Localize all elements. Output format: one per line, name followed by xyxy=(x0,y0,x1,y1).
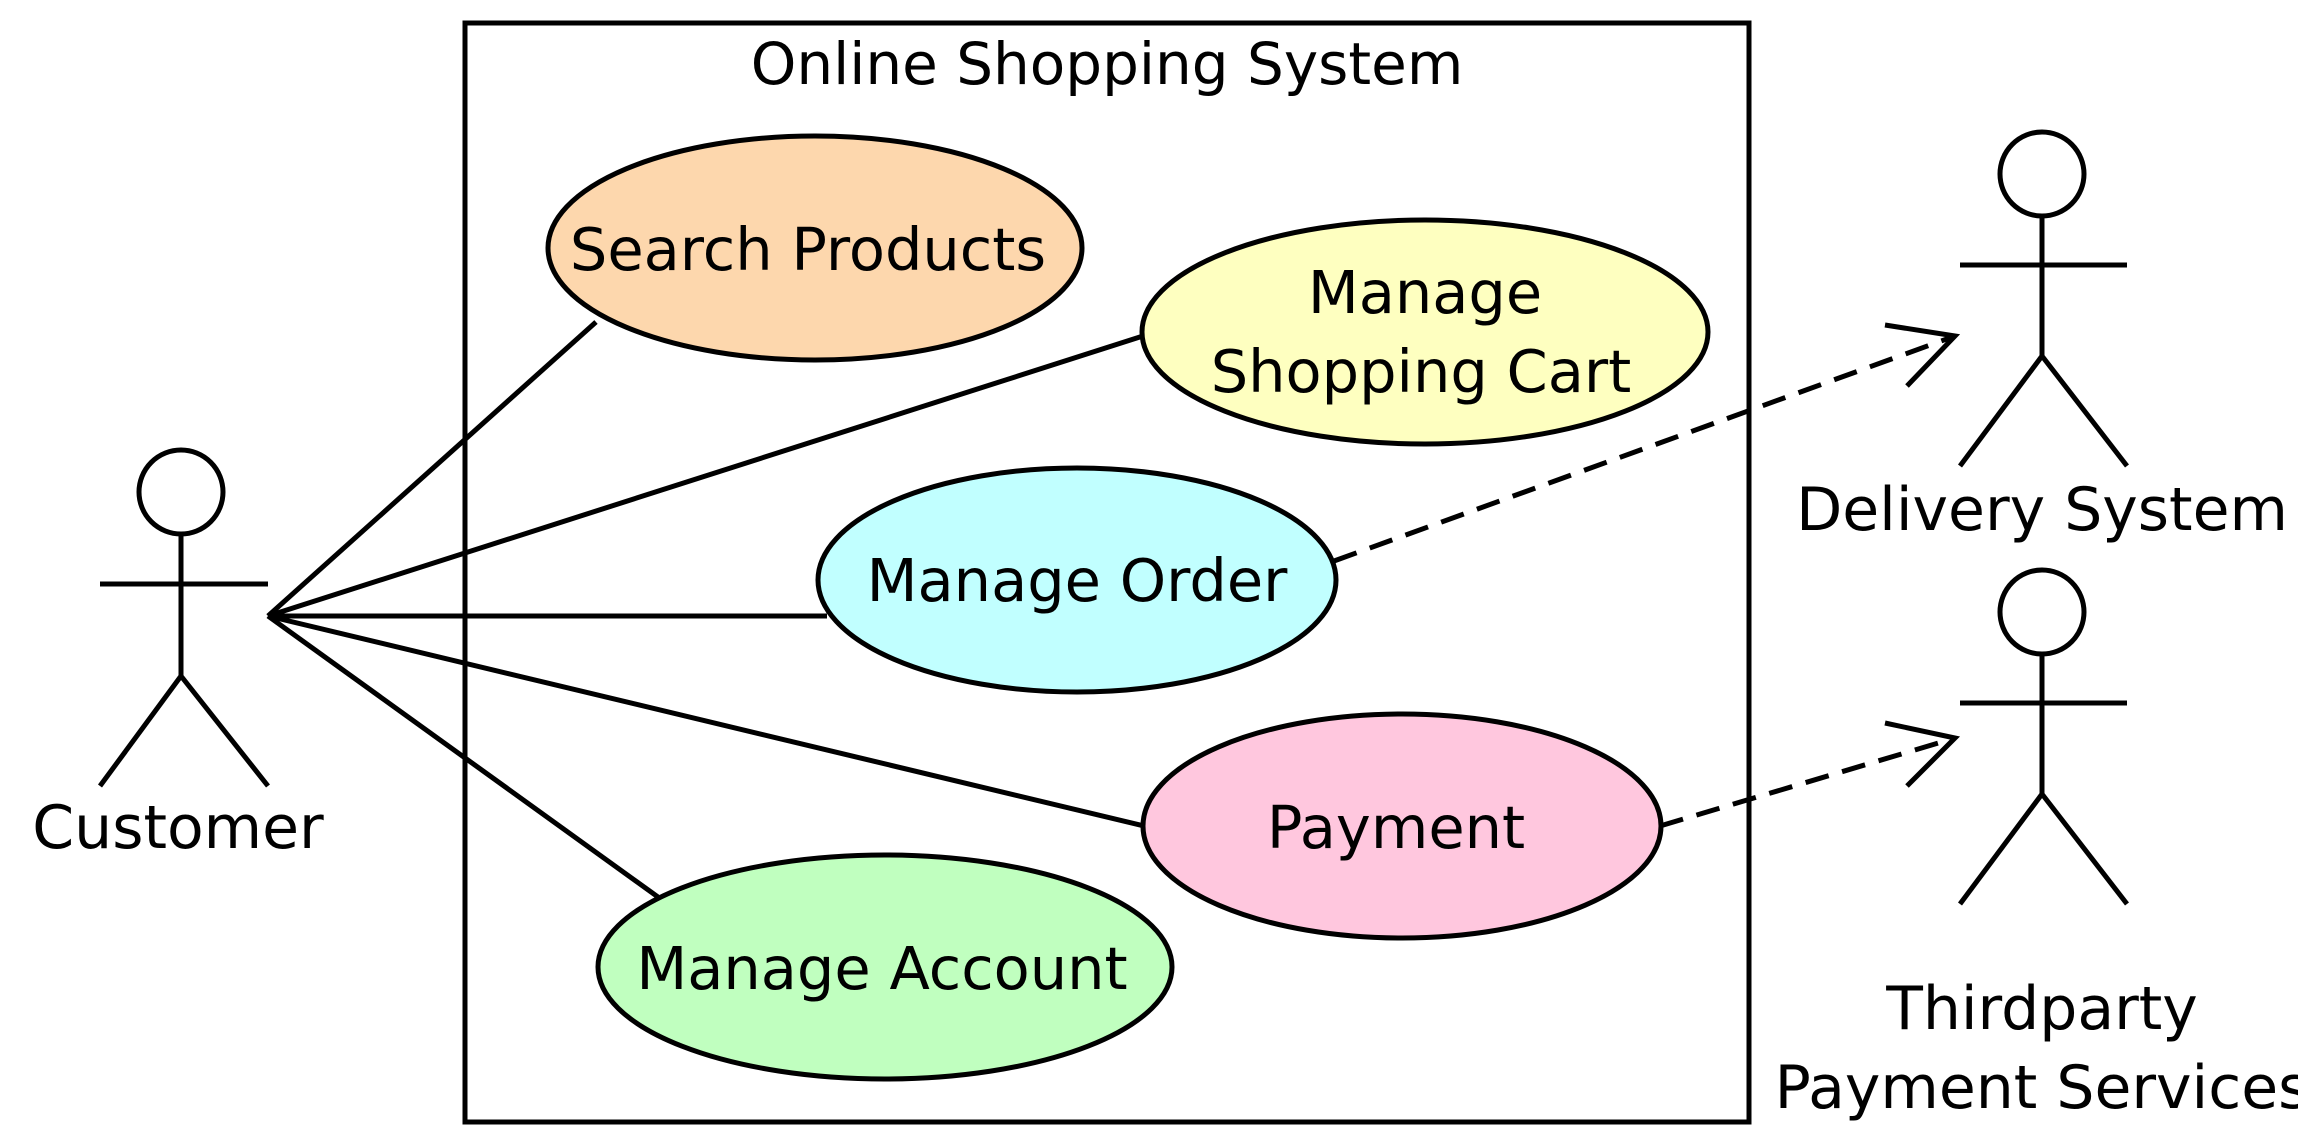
use-case-ellipse xyxy=(1139,217,1711,447)
arrowhead-open xyxy=(1884,720,1961,788)
use-case-ellipse xyxy=(595,852,1175,1082)
actor-label-line2: Payment Services xyxy=(1775,1053,2298,1123)
use-case-label: Payment xyxy=(1267,793,1525,862)
dependency-order-delivery xyxy=(1333,322,1961,564)
use-case-manage-order[interactable]: Manage Order xyxy=(815,465,1339,695)
association-cart xyxy=(267,333,1144,619)
association-search xyxy=(266,320,598,618)
use-case-label: Manage Order xyxy=(867,546,1289,615)
system-boundary xyxy=(462,20,1752,1125)
use-case-search-products[interactable]: Search Products xyxy=(545,133,1085,363)
actor-leg-left xyxy=(97,674,184,788)
dependency-payment-thirdparty xyxy=(1659,720,1961,829)
use-case-manage-account[interactable]: Manage Account xyxy=(595,852,1175,1082)
use-case-label: Manage Account xyxy=(636,934,1127,1003)
actor-label: Delivery System xyxy=(1796,475,2288,545)
actor-leg-left xyxy=(1957,354,2045,468)
actor-customer[interactable]: Customer xyxy=(32,447,324,863)
actor-leg-right xyxy=(2040,354,2129,468)
use-case-ellipse xyxy=(1140,711,1664,941)
use-case-label-line1: Manage xyxy=(1308,258,1542,327)
actor-delivery-system[interactable]: Delivery System xyxy=(1796,129,2288,545)
actor-head xyxy=(1997,567,2087,657)
actor-leg-right xyxy=(2040,792,2129,906)
use-case-label: Search Products xyxy=(570,215,1046,284)
dependency-line xyxy=(1333,333,1956,564)
use-case-ellipse xyxy=(545,133,1085,363)
use-case-manage-shopping-cart[interactable]: Manage Shopping Cart xyxy=(1139,217,1711,447)
association-payment xyxy=(267,613,1145,829)
system-title: Online Shopping System xyxy=(751,30,1464,98)
customer-associations xyxy=(266,320,1145,900)
dependency-line xyxy=(1659,735,1956,829)
actor-leg-right xyxy=(179,674,270,788)
use-case-label-line2: Shopping Cart xyxy=(1211,337,1632,406)
actor-label-line1: Thirdparty xyxy=(1885,974,2198,1044)
actor-head xyxy=(1997,129,2087,219)
use-case-ellipse xyxy=(815,465,1339,695)
actor-head xyxy=(136,447,226,537)
actor-thirdparty-payment-services[interactable]: Thirdparty Payment Services xyxy=(1775,567,2298,1123)
association-account xyxy=(266,613,660,900)
actor-label: Customer xyxy=(32,793,324,863)
use-case-payment[interactable]: Payment xyxy=(1140,711,1664,941)
actor-leg-left xyxy=(1957,792,2045,906)
arrowhead-open xyxy=(1884,322,1961,388)
